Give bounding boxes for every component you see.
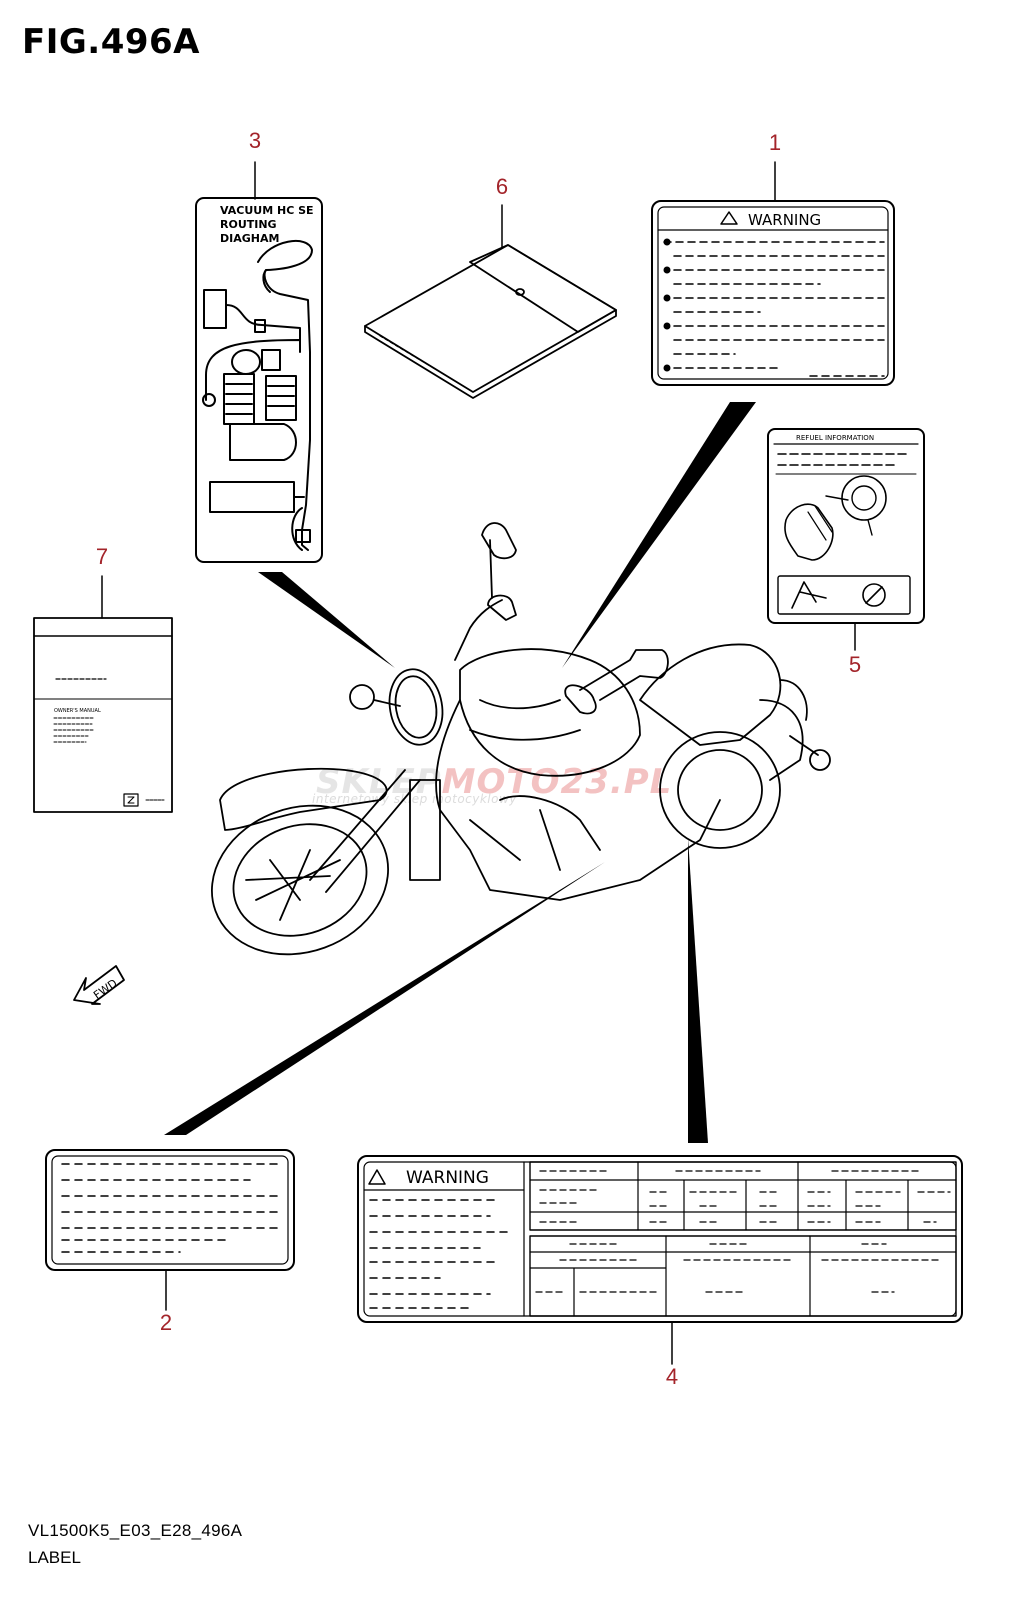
callout-6: 6	[495, 174, 509, 199]
label-refuel: REFUEL INFORMATION	[767, 428, 925, 624]
warning-1-title: WARNING	[748, 211, 821, 229]
refuel-title: REFUEL INFORMATION	[796, 434, 874, 442]
callout-7: 7	[95, 544, 109, 569]
leader-wedge-1	[562, 402, 756, 668]
callout-2: 2	[159, 1310, 173, 1335]
owners-manual: OWNER'S MANUAL	[33, 617, 173, 813]
watermark-part-b: MOTO	[441, 762, 561, 802]
figure-title: FIG.496A	[22, 22, 200, 62]
label-warning-4: WARNING	[357, 1155, 963, 1323]
owners-manual-text: OWNER'S MANUAL	[54, 708, 101, 714]
label-2	[45, 1149, 295, 1271]
vacuum-hose-line2: ROUTING	[220, 218, 277, 231]
callout-4: 4	[665, 1364, 679, 1389]
label-warning-1: WARNING	[651, 200, 895, 386]
warning-4-title: WARNING	[406, 1168, 489, 1188]
callout-1: 1	[768, 130, 782, 155]
diagram-code: VL1500K5_E03_E28_496A	[28, 1521, 243, 1540]
leader-wedge-3	[258, 572, 395, 668]
leader-wedge-4	[688, 838, 708, 1143]
fwd-arrow-icon: FWD	[73, 965, 125, 1005]
label-vacuum-hose	[195, 197, 323, 563]
vacuum-hose-line3: DIAGHAM	[220, 232, 279, 245]
diagram-name: LABEL	[28, 1548, 81, 1567]
callout-5: 5	[848, 652, 862, 677]
callout-3: 3	[248, 128, 262, 153]
leader-wedges	[164, 402, 756, 1143]
pouch	[364, 244, 617, 399]
watermark-part-c: 23.PL	[560, 762, 673, 802]
vacuum-hose-line1: VACUUM HC SE	[220, 204, 314, 217]
label-vacuum-hose-text: VACUUM HC SE ROUTING DIAGHAM	[220, 204, 314, 245]
callout-lines	[101, 161, 856, 1365]
motorcycle	[211, 522, 831, 956]
leader-wedge-2	[164, 862, 605, 1135]
